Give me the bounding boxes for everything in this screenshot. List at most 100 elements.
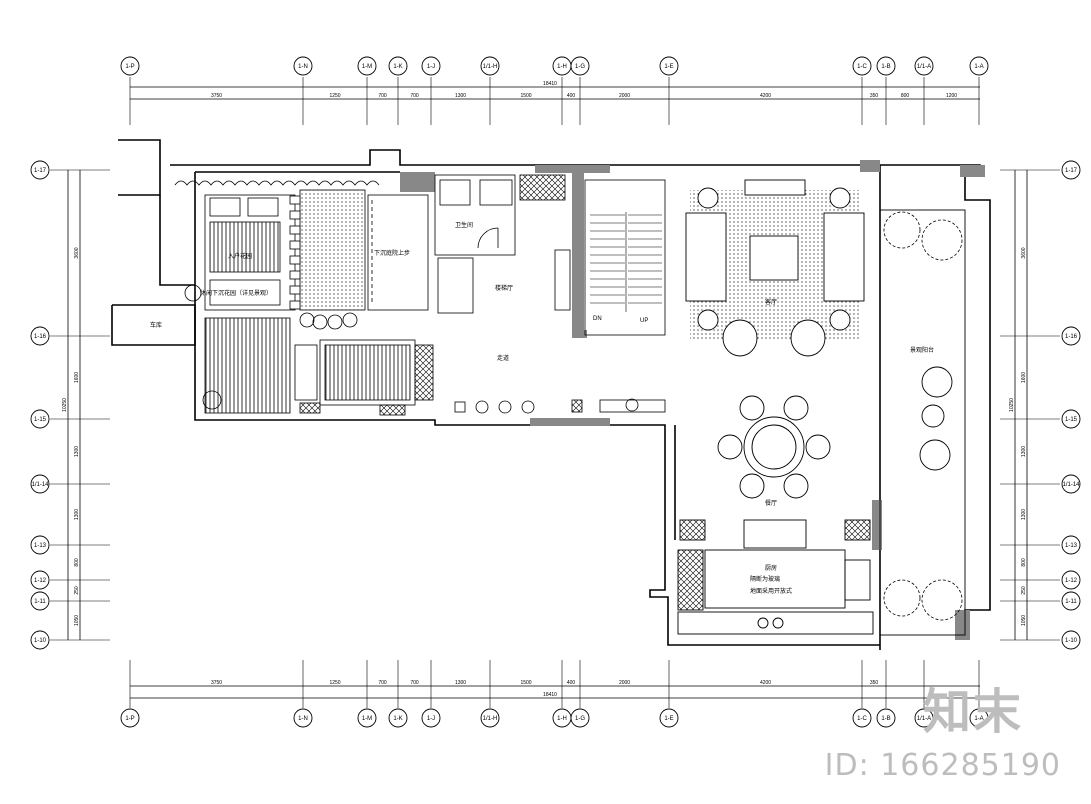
axis-bubble-col: 1-M <box>357 708 377 728</box>
shrubs-left <box>184 284 358 410</box>
axis-label-row: 1/1-14 <box>1062 482 1080 488</box>
axis-bubble-row: 1-17 <box>1061 160 1081 180</box>
label-stair-dn: DN <box>593 316 602 322</box>
watermark-id: ID: 166285190 <box>824 748 1061 783</box>
axis-bubble-col: 1/1-A <box>914 56 934 76</box>
axis-bubble-col: 1-C <box>852 56 872 76</box>
dim-top: 400 <box>567 93 576 99</box>
kitchen <box>677 549 874 635</box>
axis-bubble-col: 1-P <box>120 708 140 728</box>
dim-top: 1300 <box>455 93 466 99</box>
dim-side: 3600 <box>74 247 80 258</box>
dim-top: 350 <box>870 93 879 99</box>
axis-bubble-col: 1-H <box>552 56 572 76</box>
dim-top: 4200 <box>760 93 771 99</box>
axis-bubble-row: 1-10 <box>30 630 50 650</box>
axis-label-col: 1-E <box>664 64 673 70</box>
axis-bubble-row: 1-12 <box>1061 570 1081 590</box>
axis-label-col: 1-P <box>125 64 134 70</box>
axis-label-row: 1-16 <box>34 334 47 340</box>
axis-bubble-row: 1-15 <box>30 409 50 429</box>
axis-label-col: 1/1-H <box>483 716 498 722</box>
dim-side: 250 <box>1021 586 1027 595</box>
axis-bubble-col: 1-M <box>357 56 377 76</box>
row-axis-lines <box>50 169 1060 641</box>
axis-label-row: 1/1-14 <box>31 482 49 488</box>
axis-bubble-row: 1-16 <box>30 326 50 346</box>
axis-bubble-col: 1-A <box>969 56 989 76</box>
axis-label-col: 1-N <box>298 716 308 722</box>
axis-label-row: 1-12 <box>1065 578 1078 584</box>
dim-top: 700 <box>378 93 387 99</box>
axis-bubble-col: 1-B <box>876 708 896 728</box>
axis-label-row: 1-12 <box>34 578 47 584</box>
axis-label-col: 1-J <box>427 716 435 722</box>
axis-bubble-col: 1-G <box>570 56 590 76</box>
axis-label-col: 1-G <box>575 716 585 722</box>
dim-side: 1300 <box>1021 446 1027 457</box>
label-dining: 餐厅 <box>765 499 777 507</box>
dim-bottom: 350 <box>870 680 879 686</box>
axis-label-row: 1-17 <box>1065 168 1078 174</box>
dim-bottom: 700 <box>410 680 419 686</box>
axis-bubble-col: 1-E <box>659 56 679 76</box>
axis-label-col: 1-A <box>974 716 983 722</box>
axis-label-row: 1-11 <box>1065 599 1077 605</box>
axis-bubble-row: 1-11 <box>1061 591 1081 611</box>
label-kitchen-note1: 隔断为玻璃 <box>750 575 780 583</box>
stair-treads <box>590 212 662 312</box>
axis-bubble-col: 1-C <box>852 708 872 728</box>
axis-label-col: 1-M <box>362 716 372 722</box>
wall-fills <box>400 160 985 640</box>
hedge-row <box>174 180 380 186</box>
dim-top: 3750 <box>211 93 222 99</box>
label-bath: 卫生间 <box>455 221 473 229</box>
dim-bottom: 700 <box>378 680 387 686</box>
dim-top: 1500 <box>520 93 531 99</box>
axis-bubble-col: 1-K <box>388 56 408 76</box>
axis-bubble-col: 1-G <box>570 708 590 728</box>
terrace-furniture <box>879 209 966 636</box>
garden-stair <box>367 194 429 311</box>
axis-label-col: 1/1-H <box>483 64 498 70</box>
axis-bubble-col: 1-J <box>421 708 441 728</box>
axis-label-col: 1-H <box>557 716 567 722</box>
axis-label-col: 1-B <box>881 716 890 722</box>
label-kitchen: 厨房 <box>765 564 777 572</box>
dim-bottom: 1300 <box>455 680 466 686</box>
deck-areas <box>204 317 434 416</box>
axis-bubble-col: 1-H <box>552 708 572 728</box>
dim-top-total: 18410 <box>543 81 557 87</box>
dim-bottom: 2000 <box>619 680 630 686</box>
axis-bubble-col: 1-E <box>659 708 679 728</box>
axis-bubble-row: 1-12 <box>30 570 50 590</box>
dim-side-total: 10250 <box>1009 398 1015 412</box>
corridor-fixtures <box>454 398 666 414</box>
dim-bottom: 1250 <box>329 680 340 686</box>
dim-top: 1250 <box>329 93 340 99</box>
dim-side: 800 <box>74 558 80 567</box>
axis-label-col: 1/1-A <box>917 716 931 722</box>
label-bike: 车库 <box>150 321 162 329</box>
dim-bottom: 4200 <box>760 680 771 686</box>
axis-bubble-col: 1/1-H <box>480 56 500 76</box>
axis-label-col: 1-A <box>974 64 983 70</box>
axis-bubble-col: 1-N <box>293 708 313 728</box>
label-terrace: 景观阳台 <box>910 346 934 354</box>
axis-label-col: 1-J <box>427 64 435 70</box>
dimension-texts: 3750 1250 700 700 1300 1500 400 2000 4200 350 800 1… <box>62 81 1027 698</box>
axis-label-row: 1-13 <box>1065 543 1078 549</box>
label-kitchen-note2: 地面采用开放式 <box>750 587 792 595</box>
stepping-stones <box>289 195 301 310</box>
axis-label-col: 1-G <box>575 64 585 70</box>
dim-side: 1050 <box>74 615 80 626</box>
room-labels: 入户花园 休闲下沉花园（详见景观） 卫生间 下沉庭院上步 楼梯厅 走道 客厅 景… <box>150 221 934 595</box>
axis-bubble-row: 1/1-14 <box>30 474 50 494</box>
dim-top: 1200 <box>946 93 957 99</box>
axis-label-col: 1-K <box>393 64 402 70</box>
axis-label-row: 1-10 <box>1065 638 1078 644</box>
dim-top: 800 <box>901 93 910 99</box>
dim-side-total: 10250 <box>62 398 68 412</box>
stair-hall <box>519 174 666 336</box>
